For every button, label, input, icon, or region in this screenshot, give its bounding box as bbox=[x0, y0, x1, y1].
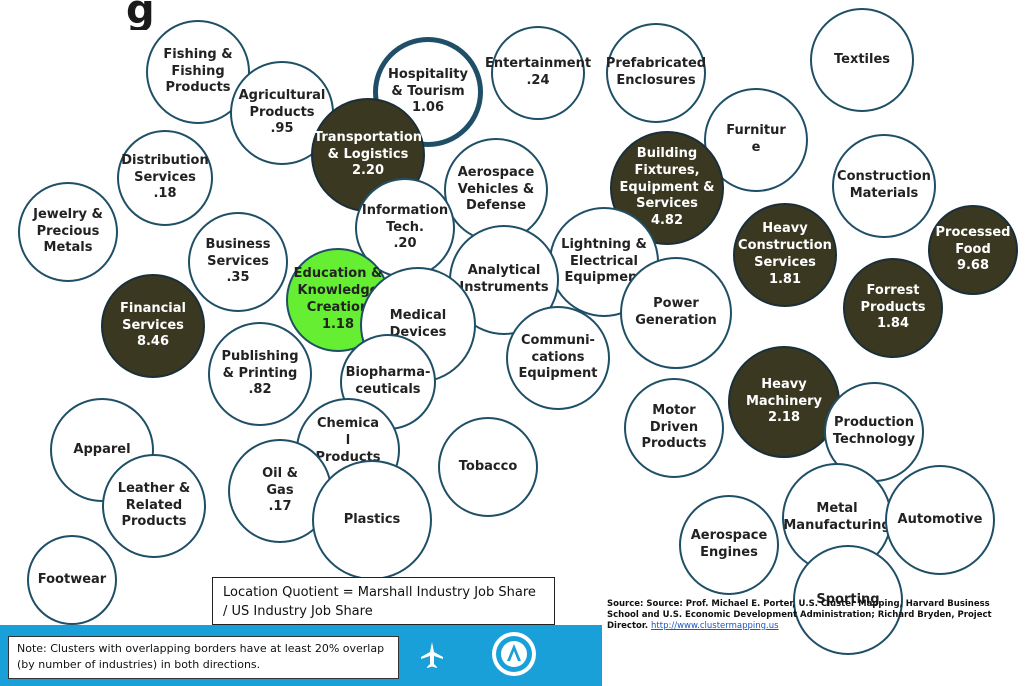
cluster-business: Business Services .35 bbox=[188, 212, 288, 312]
cluster-production: Production Technology bbox=[824, 382, 924, 482]
cluster-entertainment: Entertainment .24 bbox=[485, 26, 591, 120]
cluster-label: Textiles bbox=[833, 51, 891, 67]
cluster-label: Lightning & Electrical Equipment bbox=[561, 236, 647, 286]
cluster-label: Prefabricated Enclosures bbox=[605, 56, 707, 88]
cluster-processed: Processed Food 9.68 bbox=[928, 205, 1018, 295]
cluster-plastics: Plastics bbox=[312, 460, 432, 580]
cluster-label: Business Services .35 bbox=[205, 236, 271, 286]
cluster-label: Transportation & Logistics 2.20 bbox=[313, 129, 423, 179]
cluster-label: Publishing & Printing .82 bbox=[221, 348, 299, 398]
cluster-label: Sporting bbox=[816, 591, 880, 607]
cluster-label: Production Technology bbox=[832, 415, 916, 447]
cluster-heavy-constr: Heavy Construction Services 1.81 bbox=[733, 203, 837, 307]
cluster-publishing: Publishing & Printing .82 bbox=[208, 322, 312, 426]
cluster-label: Furnitur e bbox=[726, 123, 786, 155]
cluster-label: Distribution Services .18 bbox=[121, 152, 209, 202]
cluster-label: Aerospace Vehicles & Defense bbox=[457, 164, 535, 214]
cluster-label: Biopharma- ceuticals bbox=[345, 365, 431, 397]
cluster-label: Construction Materials bbox=[837, 169, 931, 201]
cluster-label: Processed Food 9.68 bbox=[935, 224, 1011, 274]
cluster-automotive: Automotive bbox=[885, 465, 995, 575]
cluster-label: Footwear bbox=[37, 571, 107, 587]
cluster-label: Fishing & Fishing Products bbox=[163, 46, 233, 96]
cluster-label: Communi- cations Equipment bbox=[518, 332, 598, 382]
cluster-label: Financial Services 8.46 bbox=[119, 300, 186, 350]
cluster-footwear: Footwear bbox=[27, 535, 117, 625]
cluster-label: Automotive bbox=[897, 511, 983, 527]
cluster-leather: Leather & Related Products bbox=[102, 454, 206, 558]
cluster-label: Information Tech. .20 bbox=[361, 202, 449, 252]
cluster-jewelry: Jewelry & Precious Metals bbox=[18, 182, 118, 282]
cluster-heavy-mach: Heavy Machinery 2.18 bbox=[728, 346, 840, 458]
cluster-label: Apparel bbox=[73, 441, 131, 457]
cluster-label: Heavy Machinery 2.18 bbox=[745, 376, 823, 426]
cluster-label: Medical Devices bbox=[389, 308, 447, 340]
cluster-motor: Motor Driven Products bbox=[624, 378, 724, 478]
source-link[interactable]: http://www.clustermapping.us bbox=[651, 621, 779, 631]
cluster-label: Plastics bbox=[343, 511, 401, 527]
cluster-label: Analytical Instruments bbox=[459, 263, 549, 295]
cluster-label: Leather & Related Products bbox=[117, 480, 191, 530]
cluster-communications: Communi- cations Equipment bbox=[506, 306, 610, 410]
source-text: Source: Source: Prof. Michael E. Porter,… bbox=[607, 599, 992, 631]
cluster-construction: Construction Materials bbox=[832, 134, 936, 238]
cluster-distribution: Distribution Services .18 bbox=[117, 130, 213, 226]
title-fragment: g bbox=[126, 0, 155, 30]
cluster-label: Heavy Construction Services 1.81 bbox=[738, 221, 832, 287]
cluster-sporting: Sporting bbox=[793, 545, 903, 655]
source-citation: Source: Source: Prof. Michael E. Porter,… bbox=[607, 599, 1017, 632]
cluster-biopharma: Biopharma- ceuticals bbox=[340, 334, 436, 430]
cluster-financial: Financial Services 8.46 bbox=[101, 274, 205, 378]
cluster-power: Power Generation bbox=[620, 257, 732, 369]
cluster-label: Aerospace Engines bbox=[690, 528, 768, 560]
cluster-forrest: Forrest Products 1.84 bbox=[843, 258, 943, 358]
cluster-tobacco: Tobacco bbox=[438, 417, 538, 517]
cluster-label: Forrest Products 1.84 bbox=[860, 282, 926, 332]
cluster-aero-engines: Aerospace Engines bbox=[679, 495, 779, 595]
cluster-label: Power Generation bbox=[635, 296, 717, 328]
cluster-label: Tobacco bbox=[458, 458, 518, 474]
cluster-label: Jewelry & Precious Metals bbox=[33, 206, 103, 256]
cluster-prefab: Prefabricated Enclosures bbox=[606, 23, 706, 123]
cluster-textiles: Textiles bbox=[810, 8, 914, 112]
airplane-icon bbox=[421, 642, 443, 668]
cluster-label: Building Fixtures, Equipment & Services … bbox=[619, 145, 715, 229]
university-logo-icon bbox=[492, 632, 536, 676]
cluster-label: Hospitality & Tourism 1.06 bbox=[388, 66, 468, 116]
cluster-label: Metal Manufacturing bbox=[783, 501, 891, 533]
cluster-label: Education & Knowledge Creation 1.18 bbox=[293, 266, 383, 332]
overlap-note: Note: Clusters with overlapping borders … bbox=[8, 636, 399, 679]
location-quotient-definition: Location Quotient = Marshall Industry Jo… bbox=[212, 577, 555, 625]
cluster-label: Oil & Gas .17 bbox=[262, 465, 298, 515]
cluster-fishing: Fishing & Fishing Products bbox=[146, 20, 250, 124]
cluster-label: Entertainment .24 bbox=[484, 56, 592, 88]
cluster-label: Agricultural Products .95 bbox=[238, 87, 326, 137]
cluster-label: Motor Driven Products bbox=[641, 402, 707, 452]
